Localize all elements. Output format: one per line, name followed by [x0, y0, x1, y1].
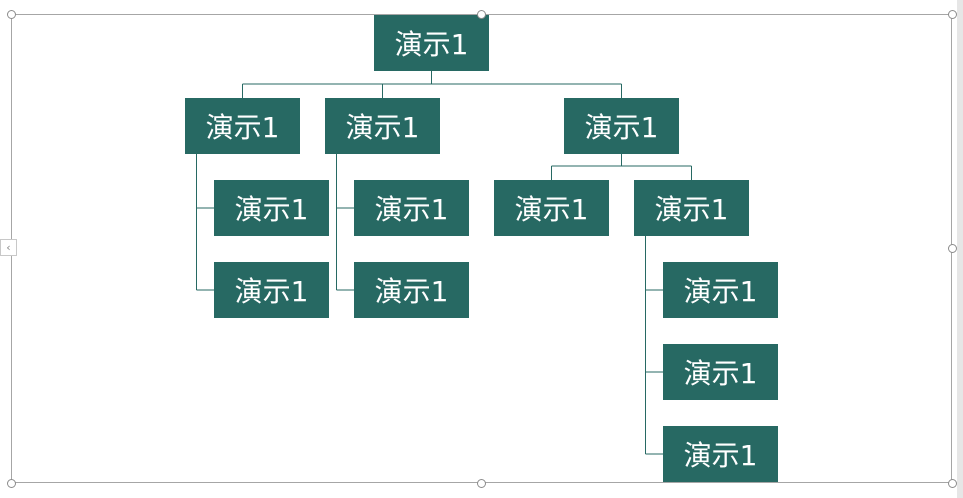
org-node[interactable]: 演示1	[564, 98, 679, 154]
resize-handle-top-center[interactable]	[477, 10, 486, 19]
org-node[interactable]: 演示1	[494, 180, 609, 236]
resize-handle-bottom-left[interactable]	[7, 479, 16, 488]
org-node[interactable]: 演示1	[354, 180, 469, 236]
org-node[interactable]: 演示1	[214, 262, 329, 318]
org-node[interactable]: 演示1	[325, 98, 440, 154]
org-node[interactable]: 演示1	[663, 426, 778, 482]
chevron-left-icon: ‹	[6, 241, 11, 254]
text-pane-toggle-button[interactable]: ‹	[0, 239, 17, 256]
resize-handle-middle-right[interactable]	[948, 244, 957, 253]
org-node[interactable]: 演示1	[214, 180, 329, 236]
scrollbar-rail[interactable]	[957, 0, 963, 498]
org-node[interactable]: 演示1	[663, 262, 778, 318]
org-node[interactable]: 演示1	[354, 262, 469, 318]
resize-handle-top-right[interactable]	[948, 10, 957, 19]
resize-handle-bottom-right[interactable]	[948, 479, 957, 488]
resize-handle-top-left[interactable]	[7, 10, 16, 19]
org-node[interactable]: 演示1	[374, 15, 489, 71]
org-node[interactable]: 演示1	[634, 180, 749, 236]
org-node[interactable]: 演示1	[185, 98, 300, 154]
org-node[interactable]: 演示1	[663, 344, 778, 400]
resize-handle-bottom-center[interactable]	[477, 479, 486, 488]
